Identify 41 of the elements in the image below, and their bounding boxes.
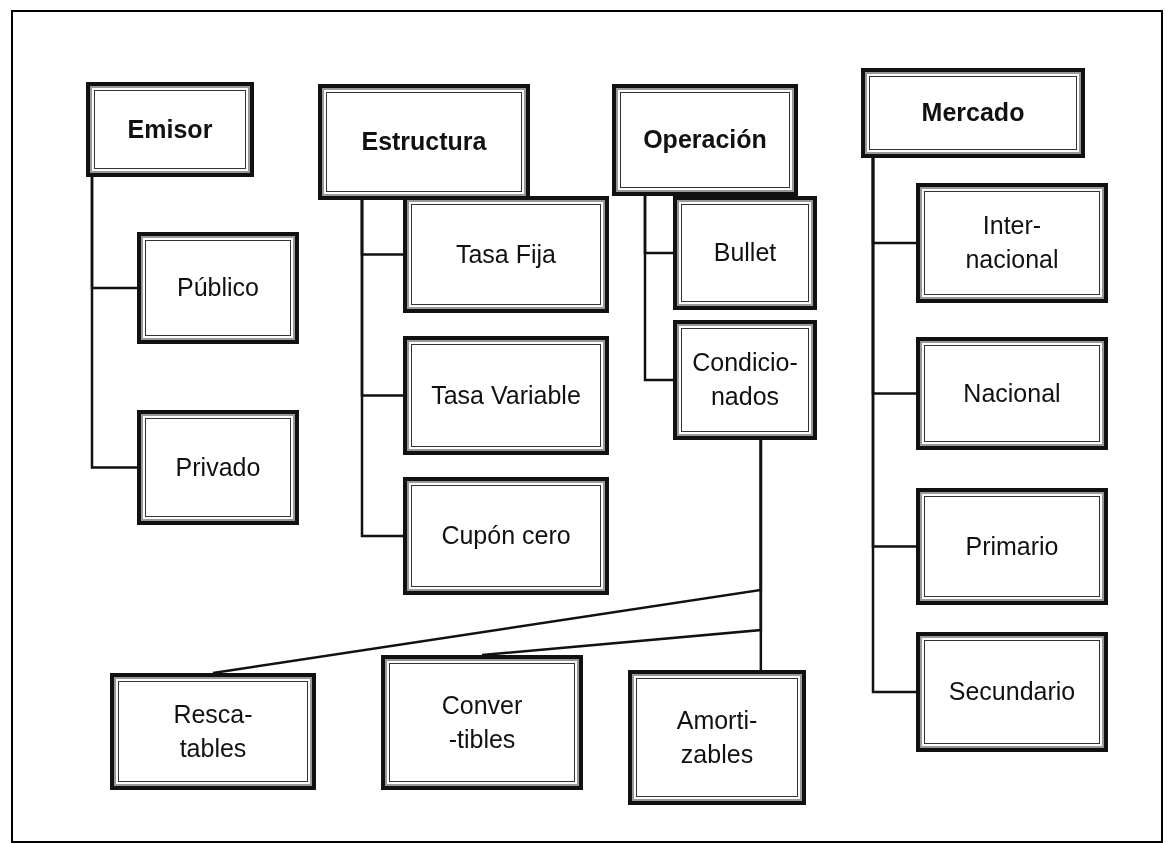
item-box — [916, 183, 1108, 303]
item-box — [110, 673, 316, 790]
connector-line — [360, 200, 403, 538]
item-label: Resca- tables — [172, 698, 254, 764]
category-label: Emisor — [126, 113, 214, 145]
item-box — [916, 337, 1108, 450]
item-box — [381, 655, 583, 790]
category-label: Mercado — [920, 97, 1026, 129]
item-label: Tasa Fija — [454, 238, 557, 270]
item-label: Secundario — [947, 676, 1077, 708]
item-box — [403, 196, 609, 313]
item-label: Bullet — [712, 237, 778, 269]
category-box — [612, 84, 798, 196]
item-box — [403, 477, 609, 595]
connector-line — [871, 158, 916, 694]
item-label: Conver -tibles — [440, 689, 524, 755]
category-label: Estructura — [360, 126, 488, 158]
item-label: Amorti- zables — [675, 704, 759, 770]
item-box — [673, 196, 817, 310]
item-label: Inter- nacional — [964, 210, 1060, 275]
item-label: Privado — [174, 451, 262, 483]
item-label: Condicio- nados — [691, 347, 799, 412]
category-box — [86, 82, 254, 177]
item-box — [137, 232, 299, 344]
item-label: Público — [176, 272, 260, 304]
item-box — [673, 320, 817, 440]
item-box — [628, 670, 806, 805]
item-label: Tasa Variable — [430, 379, 582, 411]
item-label: Cupón cero — [440, 520, 572, 552]
item-label: Nacional — [962, 377, 1062, 409]
item-box — [916, 632, 1108, 752]
item-label: Primario — [964, 530, 1060, 562]
item-box — [916, 488, 1108, 605]
category-label: Operación — [642, 124, 768, 156]
item-box — [137, 410, 299, 525]
item-box — [403, 336, 609, 455]
connector-line — [90, 177, 137, 469]
category-box — [861, 68, 1085, 158]
category-box — [318, 84, 530, 200]
connector-line — [643, 196, 673, 382]
connector-line — [759, 440, 763, 670]
